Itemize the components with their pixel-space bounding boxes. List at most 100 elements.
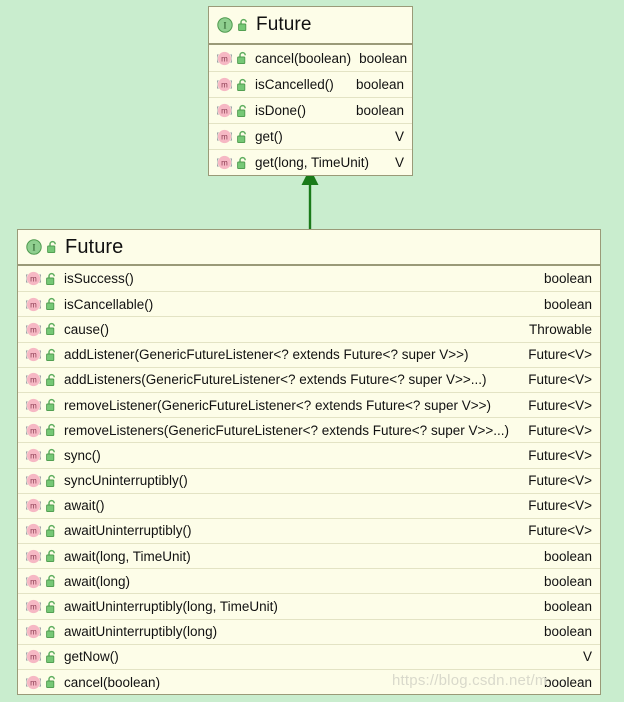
uml-member-row[interactable]: m await(long) boolean (18, 568, 600, 594)
member-return-type: boolean (543, 599, 592, 615)
member-signature: removeListeners(GenericFutureListener<? … (64, 422, 509, 438)
member-return-type: Future<V> (528, 498, 592, 514)
svg-text:m: m (30, 275, 37, 284)
member-signature: awaitUninterruptibly() (64, 523, 192, 539)
method-icon: m (25, 372, 42, 387)
svg-text:m: m (30, 577, 37, 586)
uml-member-row[interactable]: m addListeners(GenericFutureListener<? ex… (18, 366, 600, 392)
method-icon: m (216, 77, 233, 92)
method-icon: m (216, 129, 233, 144)
svg-text:m: m (221, 133, 228, 142)
svg-text:m: m (30, 502, 37, 511)
svg-text:m: m (221, 81, 228, 90)
member-signature: cancel(boolean) (255, 50, 352, 66)
svg-text:m: m (30, 477, 37, 486)
unlock-icon (45, 675, 57, 689)
unlock-icon (236, 51, 248, 65)
svg-text:I: I (32, 244, 35, 254)
svg-text:m: m (30, 376, 37, 385)
uml-member-row[interactable]: m get(long, TimeUnit) V (209, 149, 412, 175)
member-return-type: boolean (355, 77, 404, 92)
class-header-bottom[interactable]: I Future (18, 230, 600, 266)
member-return-type: V (394, 129, 404, 144)
unlock-icon (45, 398, 57, 412)
method-icon: m (25, 473, 42, 488)
uml-member-row[interactable]: m isDone() boolean (209, 97, 412, 123)
member-return-type: boolean (543, 271, 592, 287)
member-signature: addListener(GenericFutureListener<? exte… (64, 347, 469, 363)
method-icon: m (216, 103, 233, 118)
member-signature: get(long, TimeUnit) (255, 155, 370, 170)
unlock-icon (45, 322, 57, 336)
member-signature: addListeners(GenericFutureListener<? ext… (64, 372, 487, 388)
method-icon: m (25, 271, 42, 286)
uml-member-row[interactable]: m removeListeners(GenericFutureListener<?… (18, 417, 600, 443)
method-icon: m (25, 549, 42, 564)
member-return-type: V (582, 649, 592, 665)
unlock-icon (236, 78, 248, 92)
unlock-icon (45, 650, 57, 664)
unlock-icon (45, 625, 57, 639)
unlock-icon (45, 423, 57, 437)
unlock-icon (45, 373, 57, 387)
member-signature: isDone() (255, 103, 307, 118)
member-signature: isCancelled() (255, 77, 334, 92)
unlock-icon (45, 272, 57, 286)
method-icon: m (25, 423, 42, 438)
svg-text:m: m (30, 628, 37, 637)
class-name-bottom: Future (65, 235, 124, 258)
member-return-type: Future<V> (528, 347, 592, 363)
uml-member-row[interactable]: m addListener(GenericFutureListener<? ext… (18, 341, 600, 367)
class-header-top[interactable]: I Future (209, 7, 412, 45)
member-return-type: boolean (543, 573, 592, 589)
member-signature: cause() (64, 321, 110, 337)
member-return-type: boolean (543, 296, 592, 312)
unlock-icon (45, 297, 57, 311)
method-icon: m (25, 599, 42, 614)
member-signature: await(long) (64, 573, 131, 589)
svg-text:m: m (30, 326, 37, 335)
svg-text:m: m (221, 54, 228, 63)
unlock-icon (45, 549, 57, 563)
method-icon: m (25, 347, 42, 362)
member-signature: syncUninterruptibly() (64, 473, 188, 489)
member-return-type: boolean (543, 624, 592, 640)
method-icon: m (25, 297, 42, 312)
unlock-icon (45, 474, 57, 488)
svg-text:m: m (30, 678, 37, 687)
method-icon: m (25, 398, 42, 413)
member-return-type: Future<V> (528, 422, 592, 438)
class-name-top: Future (256, 14, 312, 35)
uml-member-row[interactable]: m isCancelled() boolean (209, 71, 412, 97)
generalization-arrow-icon (301, 168, 319, 230)
svg-text:m: m (30, 552, 37, 561)
member-return-type: boolean (355, 103, 404, 118)
member-signature: cancel(boolean) (64, 674, 161, 690)
member-return-type: V (394, 155, 404, 170)
unlock-icon (45, 574, 57, 588)
member-signature: get() (255, 129, 283, 144)
unlock-icon (237, 18, 249, 32)
method-icon: m (25, 498, 42, 513)
member-signature: getNow() (64, 649, 119, 665)
method-icon: m (216, 155, 233, 170)
uml-member-row[interactable]: m get() V (209, 123, 412, 149)
